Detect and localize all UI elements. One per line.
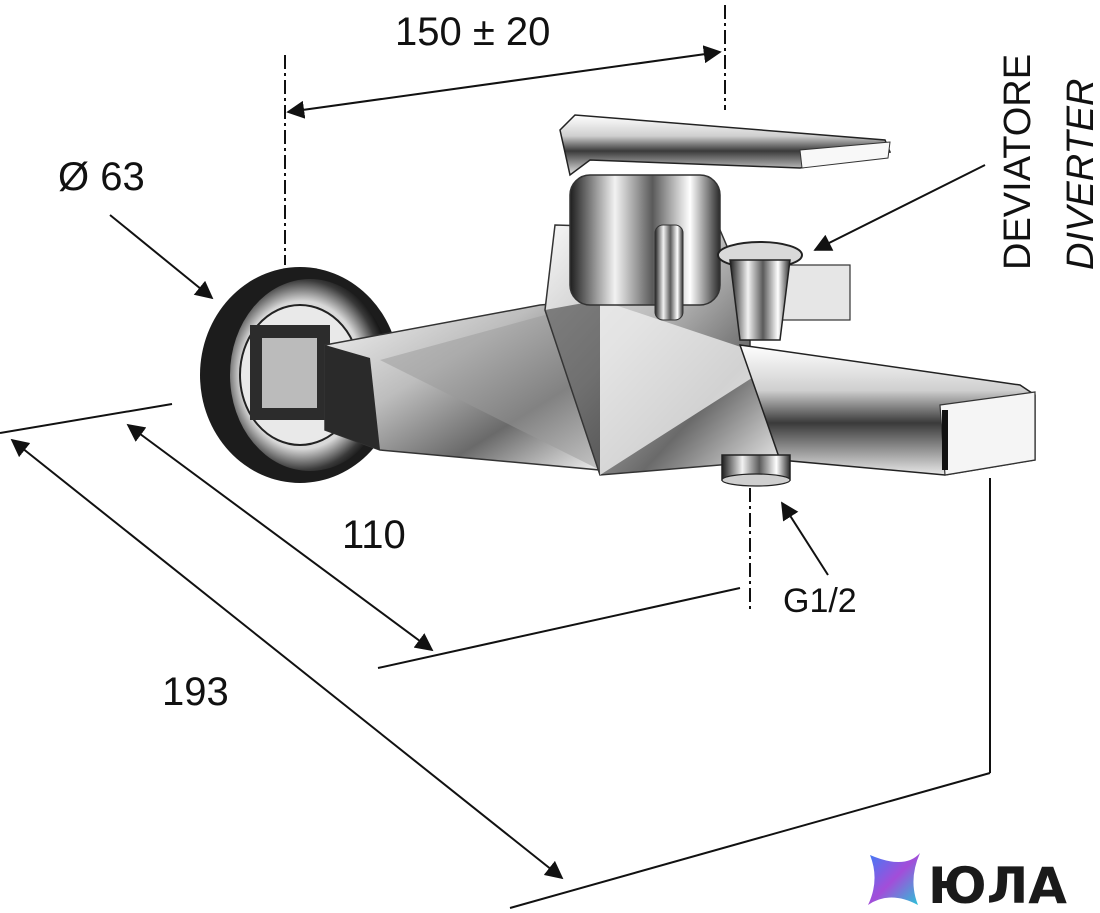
spacing-dimension-line [286,45,722,119]
total-depth-dimension-line [10,438,564,880]
thread-leader [781,501,829,576]
logo-star-icon [868,853,920,905]
total-depth-label: 193 [162,670,229,714]
wall-reference-line [0,403,173,434]
lever-handle [559,114,892,177]
spout-extension-line [377,587,741,669]
diameter-label: Ø 63 [58,155,145,199]
diverter-label-italian: DEVIATORE [997,54,1039,270]
spout-depth-label: 110 [342,513,406,557]
faucet-illustration [200,114,1036,487]
yula-logo: ЮЛА [868,853,1067,913]
diameter-leader [109,214,214,300]
total-extension-line [509,772,991,909]
logo-text: ЮЛА [928,857,1067,913]
outlet-connector [721,454,791,487]
spacing-label: 150 ± 20 [395,10,550,54]
dimension-lines [0,5,991,909]
diverter-label-english: DIVERTER [1060,79,1100,270]
diverter-knob [717,241,851,341]
cartridge-column [569,174,721,306]
diverter-leader [813,164,986,251]
outlet-thread-label: G1/2 [783,582,857,620]
